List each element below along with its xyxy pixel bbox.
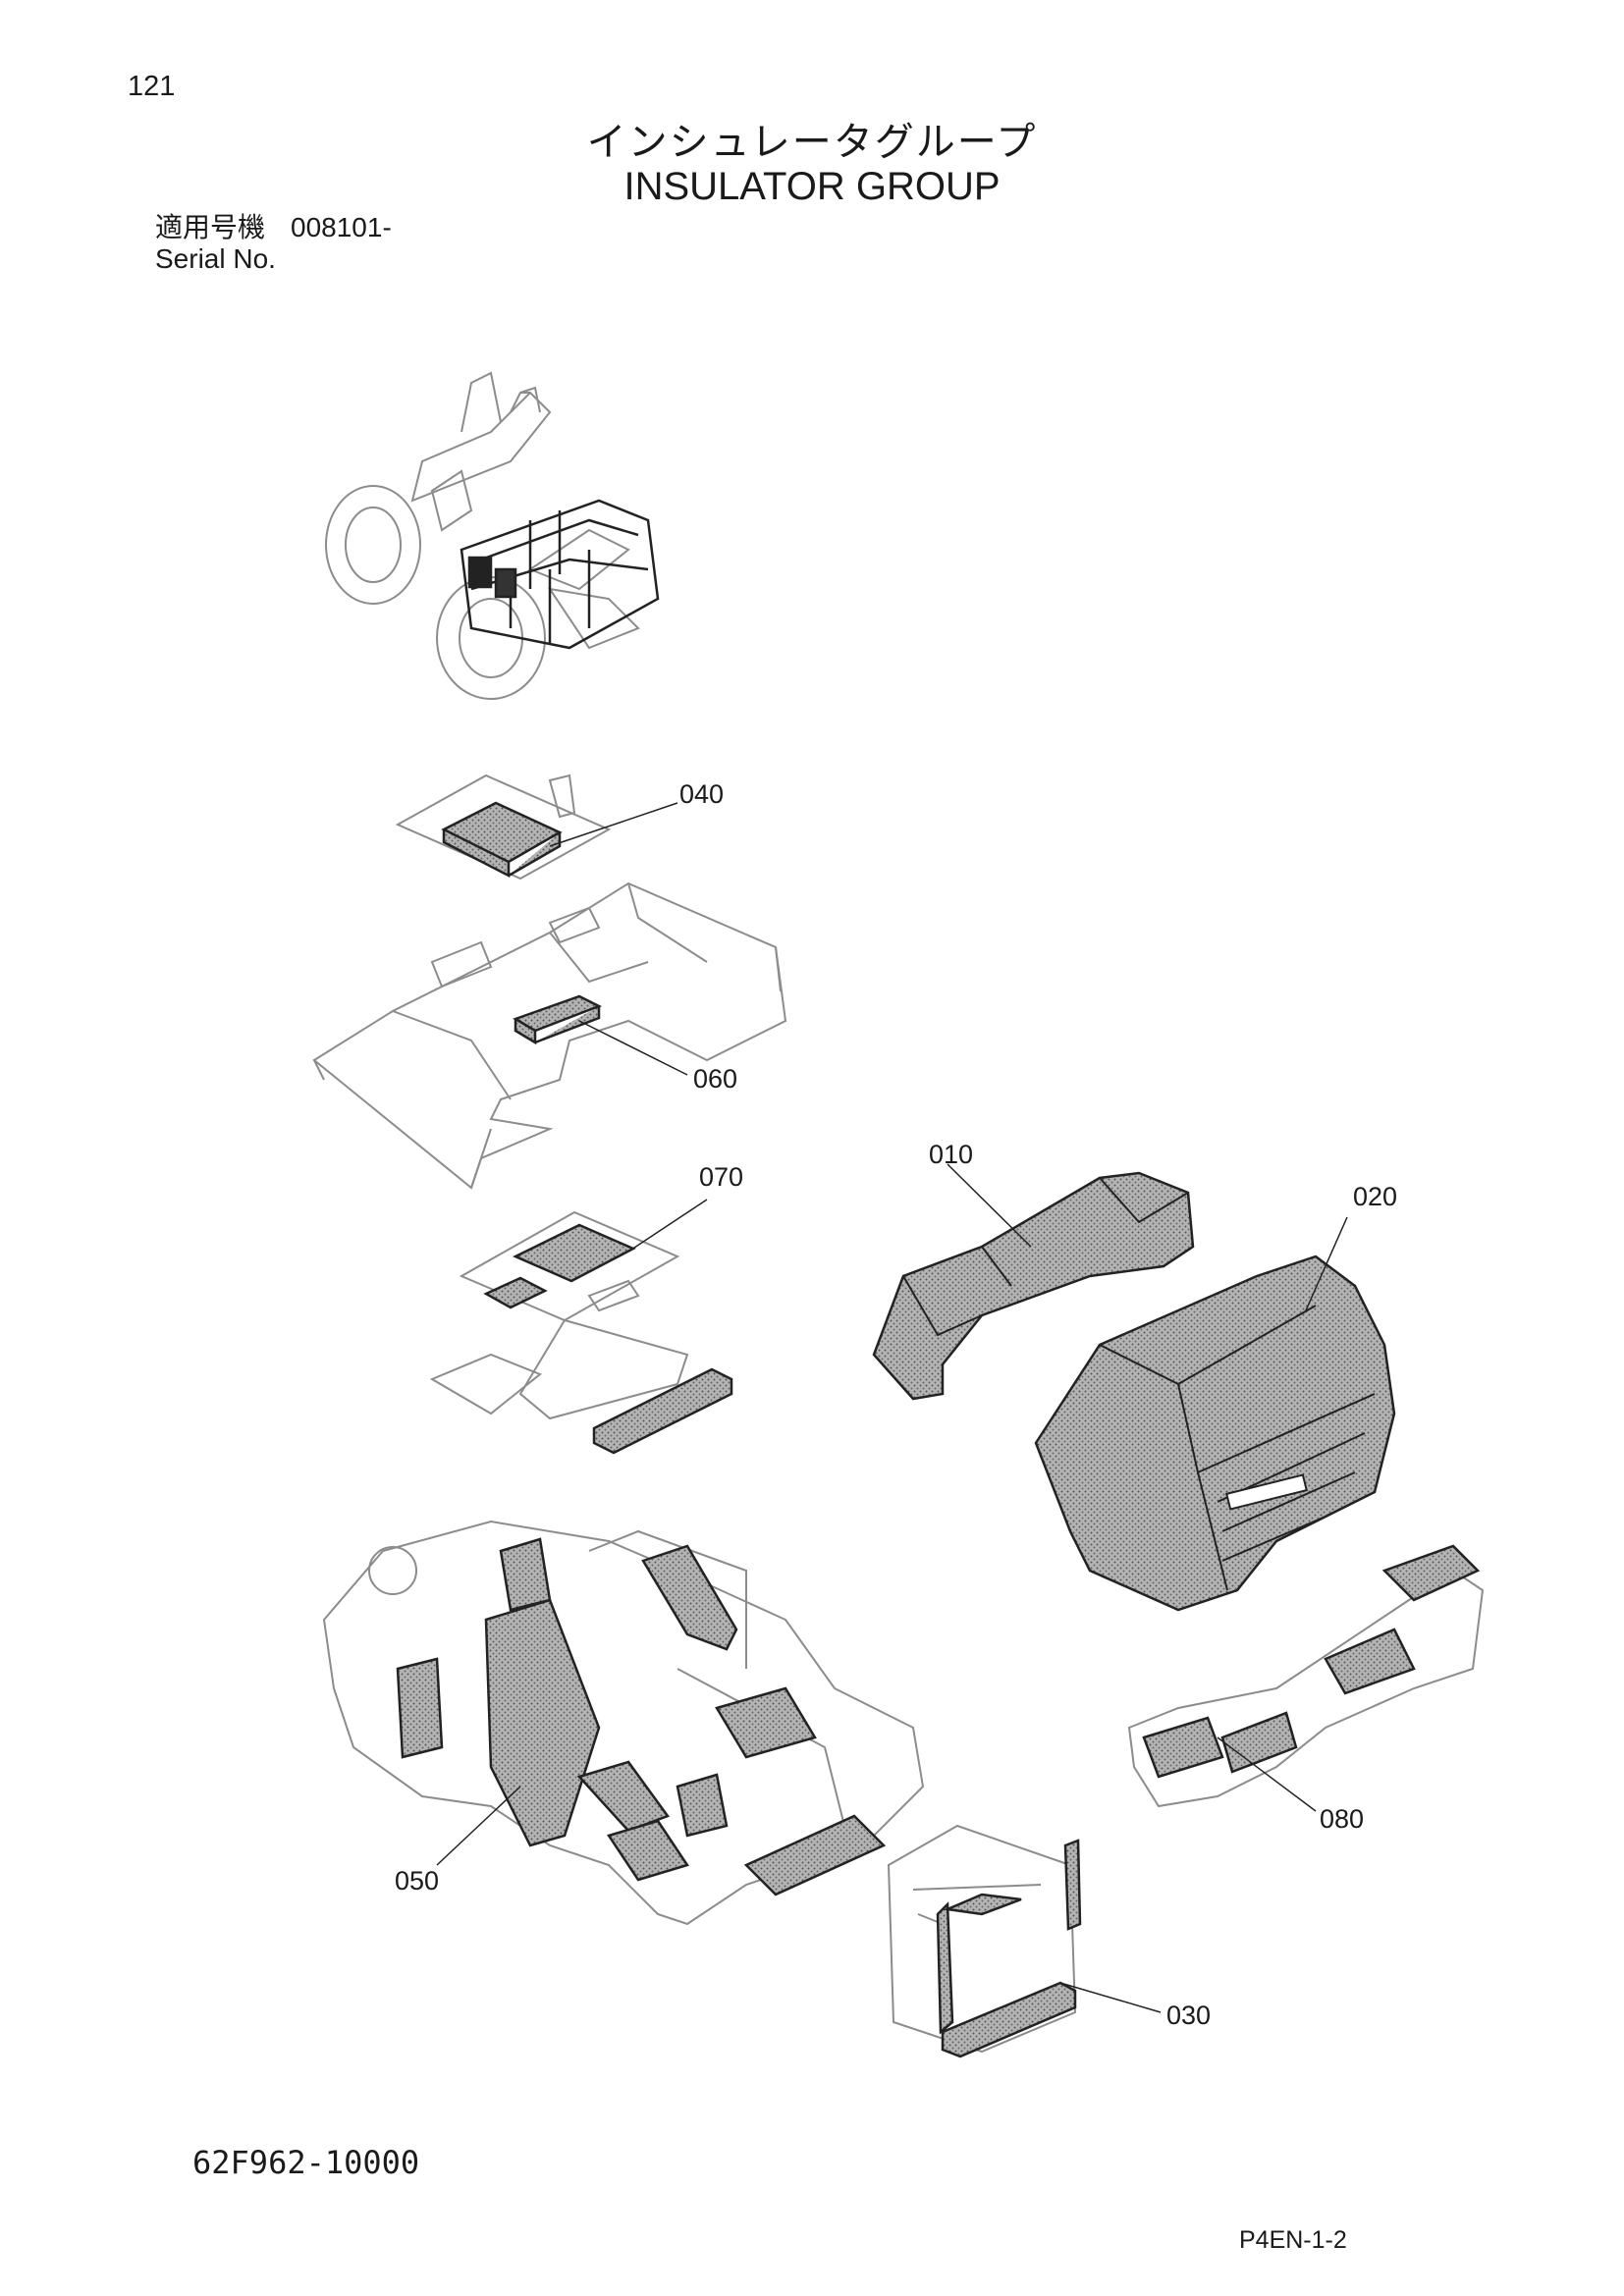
title-japanese: インシュレータグループ <box>586 120 1038 165</box>
page-number: 121 <box>128 71 176 102</box>
part-070-insulation-pad <box>513 1223 636 1283</box>
callout-010: 010 <box>929 1140 973 1169</box>
callout-080: 080 <box>1320 1804 1364 1834</box>
part-030-insulation-blocks <box>936 1839 1082 2058</box>
part-070-insulation-bar <box>592 1367 733 1455</box>
page-code: P4EN-1-2 <box>1239 2226 1347 2254</box>
serial-label-ja: 適用号機 <box>155 211 266 243</box>
callout-070: 070 <box>699 1162 743 1192</box>
part-050-insulation-blocks <box>396 1537 887 1896</box>
part-020-grille-slot <box>1225 1473 1308 1511</box>
part-070-insulation-small <box>483 1276 548 1309</box>
callout-060: 060 <box>693 1064 737 1094</box>
part-040-insulation-pad <box>441 801 563 879</box>
callout-050: 050 <box>395 1866 439 1896</box>
part-020-hood-details <box>1099 1305 1376 1591</box>
part-060-insulation-strip <box>513 994 603 1045</box>
part-010-insulator <box>872 1171 1195 1401</box>
title-english: INSULATOR GROUP <box>623 165 1001 208</box>
leader-lines <box>436 802 1348 2013</box>
serial-value: 008101- <box>291 212 392 242</box>
machine-overview-highlight <box>460 499 660 650</box>
callout-030: 030 <box>1166 2001 1211 2030</box>
part-010-edge-lines <box>902 1177 1189 1337</box>
serial-row: 適用号機 008101- <box>155 206 392 245</box>
part-code: 62F962-10000 <box>192 2144 420 2181</box>
serial-label-en: Serial No. <box>155 243 276 274</box>
part-070-step-plate <box>429 1210 689 1420</box>
machine-overview-figure <box>325 371 640 700</box>
callout-040: 040 <box>679 779 724 809</box>
part-020-hood-insulator <box>1034 1255 1396 1612</box>
part-080-insulation-blocks <box>1142 1544 1481 1779</box>
callout-020: 020 <box>1353 1182 1397 1211</box>
part-080-counterweight-frame <box>1127 1569 1485 1808</box>
